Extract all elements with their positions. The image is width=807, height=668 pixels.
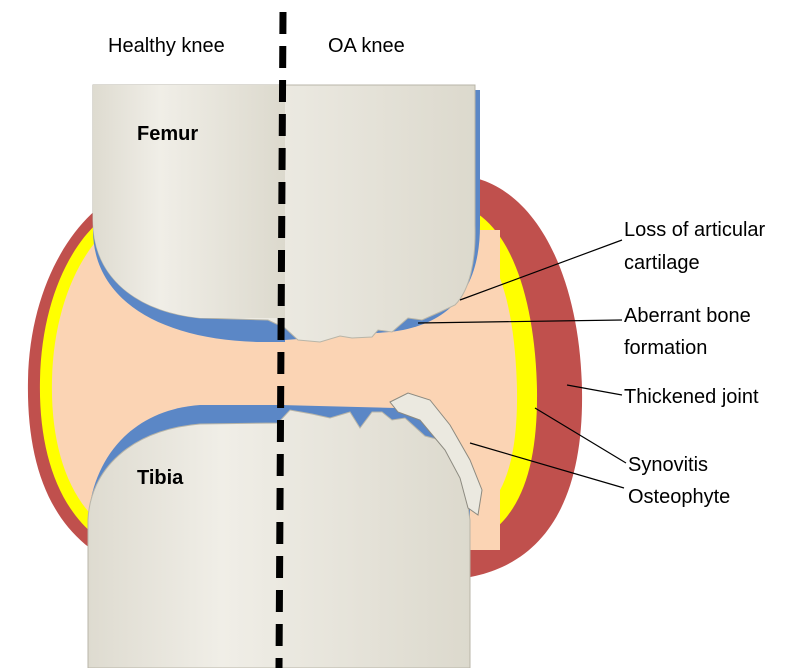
tibia-label: Tibia (137, 467, 184, 489)
callout-synovitis: Synovitis (628, 454, 708, 476)
callout-loss-line2: cartilage (624, 252, 700, 274)
callout-loss-line1: Loss of articular (624, 219, 766, 241)
callout-osteophyte: Osteophyte (628, 486, 730, 508)
femur-healthy-surface (93, 85, 285, 318)
femur-label: Femur (137, 123, 198, 145)
callout-aberrant-line1: Aberrant bone (624, 305, 751, 327)
callout-thickened: Thickened joint (624, 386, 759, 408)
healthy-knee-label: Healthy knee (108, 35, 225, 57)
oa-knee-label: OA knee (328, 35, 405, 57)
callout-aberrant-line2: formation (624, 337, 707, 359)
